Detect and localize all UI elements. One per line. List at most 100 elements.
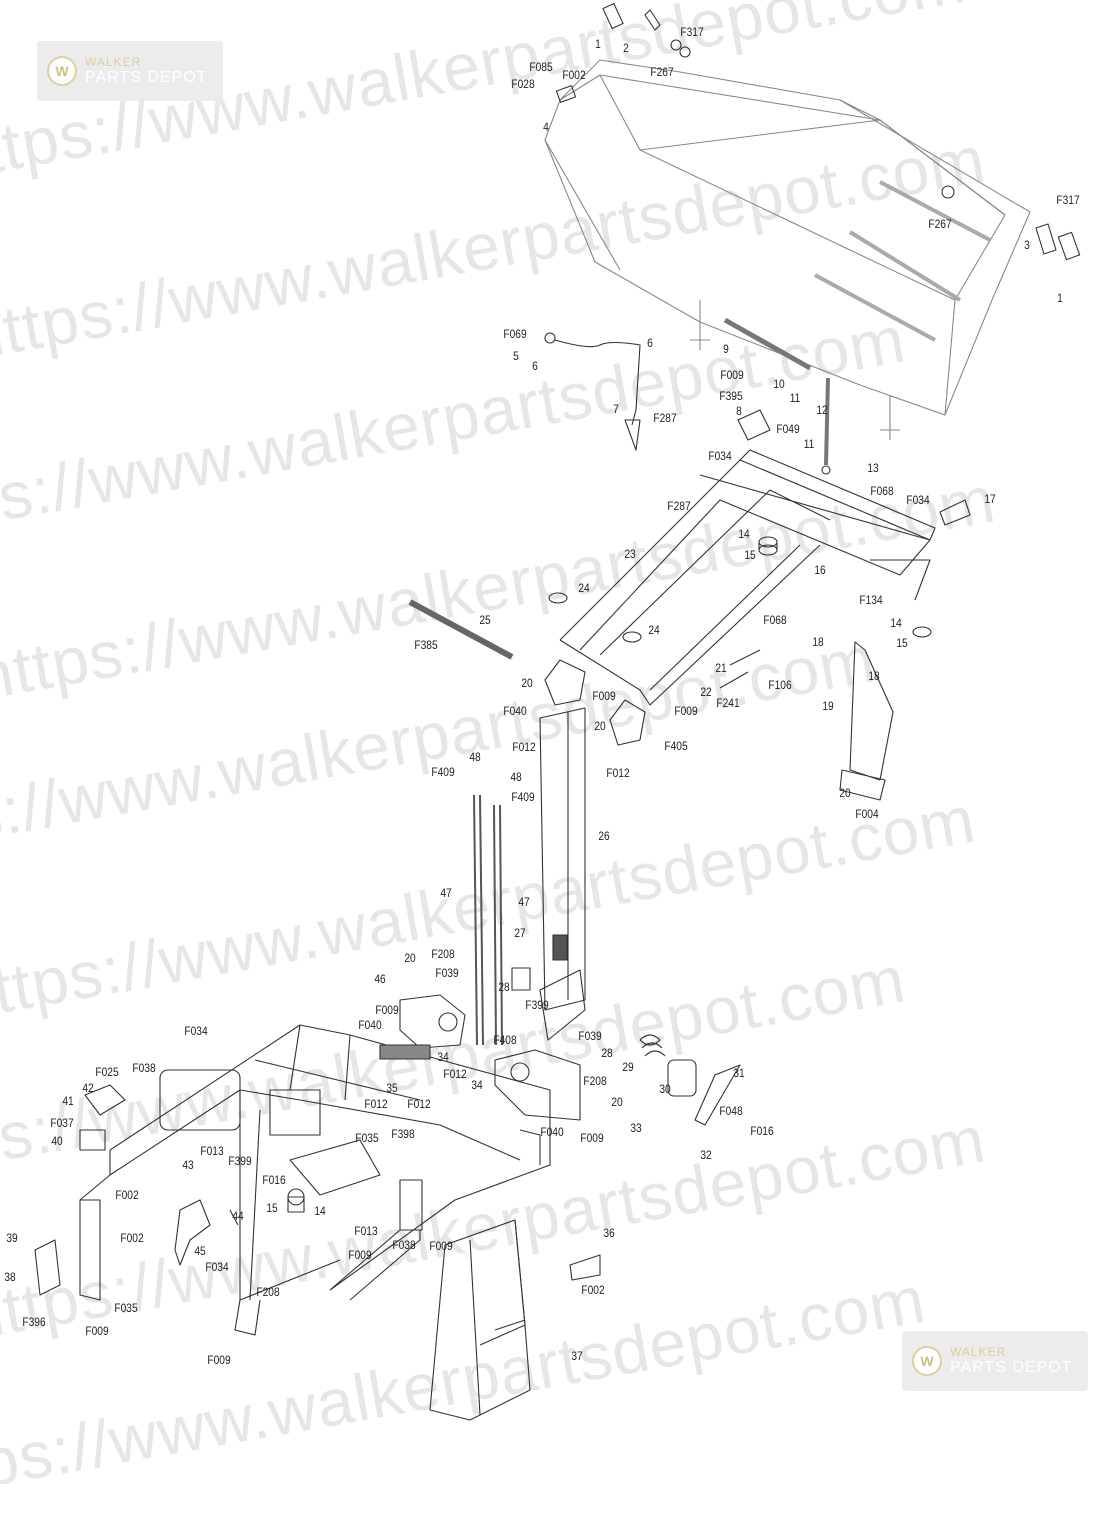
part-label: F002 <box>115 1188 139 1202</box>
part-label: F068 <box>763 613 787 627</box>
part-label: 34 <box>437 1050 449 1064</box>
part-label: 11 <box>803 437 815 451</box>
part-label: 45 <box>194 1244 206 1258</box>
part-label: 20 <box>611 1095 623 1109</box>
part-label: 3 <box>1024 238 1030 252</box>
part-label: F385 <box>414 638 438 652</box>
part-label: 13 <box>867 461 879 475</box>
part-label: 41 <box>62 1094 74 1108</box>
part-label: 36 <box>603 1226 615 1240</box>
part-label: 20 <box>404 951 416 965</box>
part-label: F013 <box>354 1224 378 1238</box>
part-label: F267 <box>928 217 952 231</box>
part-label: 6 <box>532 359 538 373</box>
part-label: F106 <box>768 678 792 692</box>
latch-cable <box>544 332 641 451</box>
part-label: F035 <box>114 1301 138 1315</box>
hinge-parts <box>555 2 1081 261</box>
part-label: 37 <box>571 1349 583 1363</box>
part-label: 1 <box>595 37 601 51</box>
part-label: F009 <box>592 689 616 703</box>
part-label: 5 <box>513 349 519 363</box>
logo-line1: WALKER <box>950 1345 1007 1359</box>
part-label: 43 <box>182 1158 194 1172</box>
part-label: 16 <box>814 563 826 577</box>
part-label: 47 <box>518 895 530 909</box>
part-label: F208 <box>583 1074 607 1088</box>
part-label: F009 <box>85 1324 109 1338</box>
part-label: F409 <box>431 765 455 779</box>
part-label: 18 <box>812 635 824 649</box>
part-label: F012 <box>443 1067 467 1081</box>
logo-mark-icon: W <box>47 56 77 86</box>
part-label: F049 <box>776 422 800 436</box>
part-label: F009 <box>429 1239 453 1253</box>
part-label: F012 <box>606 766 630 780</box>
part-label: F040 <box>540 1125 564 1139</box>
pivot-blocks <box>399 994 581 1121</box>
part-label: F013 <box>200 1144 224 1158</box>
part-label: 22 <box>700 685 712 699</box>
part-label: F038 <box>132 1061 156 1075</box>
part-label: 28 <box>601 1046 613 1060</box>
part-label: 20 <box>839 786 851 800</box>
part-label: F012 <box>512 740 536 754</box>
part-label: F396 <box>22 1315 46 1329</box>
part-label: 32 <box>700 1148 712 1162</box>
part-label: F037 <box>50 1116 74 1130</box>
part-label: F395 <box>719 389 743 403</box>
gas-spring <box>723 317 831 475</box>
part-label: F002 <box>562 68 586 82</box>
part-label: 39 <box>6 1231 18 1245</box>
part-label: F048 <box>719 1104 743 1118</box>
part-label: 23 <box>624 547 636 561</box>
part-label: 46 <box>374 972 386 986</box>
part-label: 20 <box>521 676 533 690</box>
part-label: F004 <box>855 807 879 821</box>
part-label: F069 <box>503 327 527 341</box>
part-label: F012 <box>364 1097 388 1111</box>
part-label: F287 <box>667 499 691 513</box>
part-label: F398 <box>391 1127 415 1141</box>
part-label: 1 <box>1057 291 1063 305</box>
part-label: 11 <box>789 391 801 405</box>
part-label: 21 <box>715 661 727 675</box>
part-label: 6 <box>647 336 653 350</box>
part-label: F016 <box>750 1124 774 1138</box>
part-label: F009 <box>375 1003 399 1017</box>
part-label: 42 <box>82 1081 94 1095</box>
part-label: 8 <box>736 404 742 418</box>
part-label: F208 <box>431 947 455 961</box>
part-label: 26 <box>598 829 610 843</box>
part-label: F287 <box>653 411 677 425</box>
part-label: F025 <box>95 1065 119 1079</box>
lift-post <box>539 707 586 1041</box>
side-brackets <box>34 1084 601 1296</box>
part-label: F241 <box>716 696 740 710</box>
part-label: F409 <box>511 790 535 804</box>
part-label: 15 <box>896 636 908 650</box>
lift-frame <box>544 449 971 746</box>
part-label: F002 <box>581 1283 605 1297</box>
part-label: F034 <box>708 449 732 463</box>
part-label: 48 <box>469 750 481 764</box>
part-label: 2 <box>623 41 629 55</box>
part-label: F009 <box>674 704 698 718</box>
part-label: F002 <box>120 1231 144 1245</box>
part-label: 35 <box>386 1081 398 1095</box>
part-label: F012 <box>407 1097 431 1111</box>
part-label: 14 <box>738 527 750 541</box>
part-label: 28 <box>498 980 510 994</box>
logo-line2: PARTS DEPOT <box>950 1359 1073 1376</box>
lift-rods <box>473 794 503 1046</box>
logo-line2: PARTS DEPOT <box>85 69 208 86</box>
part-label: F034 <box>205 1260 229 1274</box>
part-label: 44 <box>232 1209 244 1223</box>
part-label: F408 <box>493 1033 517 1047</box>
part-label: F208 <box>256 1285 280 1299</box>
part-label: F040 <box>503 704 527 718</box>
spring-bushing <box>511 967 741 1126</box>
part-label: 38 <box>4 1270 16 1284</box>
part-label: F267 <box>650 65 674 79</box>
